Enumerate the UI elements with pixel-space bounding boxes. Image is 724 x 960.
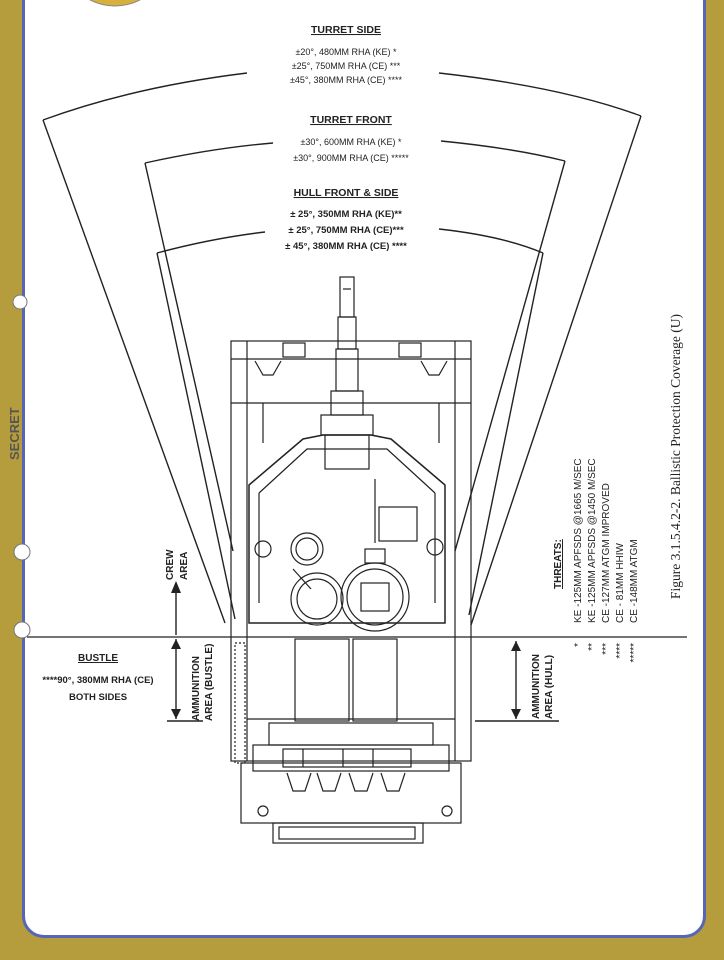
crew-area-label: AREA — [179, 552, 190, 580]
threat-mark: *** — [601, 643, 612, 655]
hull-arc-right — [438, 228, 544, 254]
turret-side-arc-left — [42, 72, 248, 121]
crew-area-arrow — [171, 581, 181, 635]
threats-title: THREATS: — [553, 539, 564, 589]
coverage-rays — [42, 115, 642, 626]
ammo-bustle-arrow — [167, 639, 203, 722]
classification-marking: SECRET — [7, 407, 22, 460]
threat-mark: ***** — [629, 643, 640, 663]
turret-front-arc-left — [144, 142, 274, 164]
turret-side-line: ±20°, 480MM RHA (KE) * — [295, 47, 397, 57]
ammo-hull-arrow — [475, 641, 559, 722]
document-page: TURRET SIDE ±20°, 480MM RHA (KE) * ±25°,… — [22, 0, 706, 938]
figure-caption: Figure 3.1.5.4.2-2. Ballistic Protection… — [668, 314, 683, 599]
hull-front-side-line: ± 25°, 750MM RHA (CE)*** — [288, 225, 404, 236]
threat-mark: * — [573, 643, 584, 647]
ammo-hull-label: AREA (HULL) — [544, 655, 555, 719]
threats-legend: THREATS: * KE -125MM APFSDS @1665 M/SEC … — [553, 458, 640, 662]
hull-front-side-line: ± 45°, 380MM RHA (CE) **** — [285, 241, 407, 252]
ammo-bustle-label: AMMUNITION — [191, 656, 202, 721]
hull-front-side-line: ± 25°, 350MM RHA (KE)** — [290, 209, 402, 220]
turret-front-arc-right — [440, 140, 566, 162]
threat-mark: **** — [615, 643, 626, 659]
tank-armor-diagram: TURRET SIDE ±20°, 480MM RHA (KE) * ±25°,… — [27, 24, 687, 844]
turret-front-title: TURRET FRONT — [310, 114, 392, 126]
hull-front-side-title: HULL FRONT & SIDE — [294, 187, 399, 199]
coverage-arcs — [42, 72, 642, 254]
ammo-bustle-label: AREA (BUSTLE) — [204, 644, 215, 721]
threat-text: KE -125MM APFSDS @1665 M/SEC — [573, 458, 584, 623]
turret-side-line: ±45°, 380MM RHA (CE) **** — [290, 75, 403, 85]
turret-side-line: ±25°, 750MM RHA (CE) *** — [292, 61, 401, 71]
ammo-hull-label: AMMUNITION — [531, 654, 542, 719]
tank-outline — [230, 276, 472, 844]
turret-side-title: TURRET SIDE — [311, 24, 381, 36]
threat-text: CE -148MM ATGM — [629, 539, 640, 623]
crew-area-label: CREW — [165, 549, 176, 580]
bustle-line: ****90°, 380MM RHA (CE) — [42, 675, 153, 686]
bustle-line: BOTH SIDES — [69, 692, 127, 703]
threat-text: KE -125MM APFSDS @1450 M/SEC — [587, 458, 598, 623]
threat-mark: ** — [587, 643, 598, 651]
threat-text: CE -127MM ATGM IMPROVED — [601, 483, 612, 623]
turret-front-line: ±30°, 600MM RHA (KE) * — [300, 137, 402, 147]
turret-front-line: ±30°, 900MM RHA (CE) ***** — [293, 153, 409, 163]
bustle-title: BUSTLE — [78, 653, 118, 664]
threat-text: CE - 81MM HHIW — [615, 542, 626, 623]
turret-side-arc-right — [438, 72, 642, 117]
hull-arc-left — [156, 231, 266, 254]
